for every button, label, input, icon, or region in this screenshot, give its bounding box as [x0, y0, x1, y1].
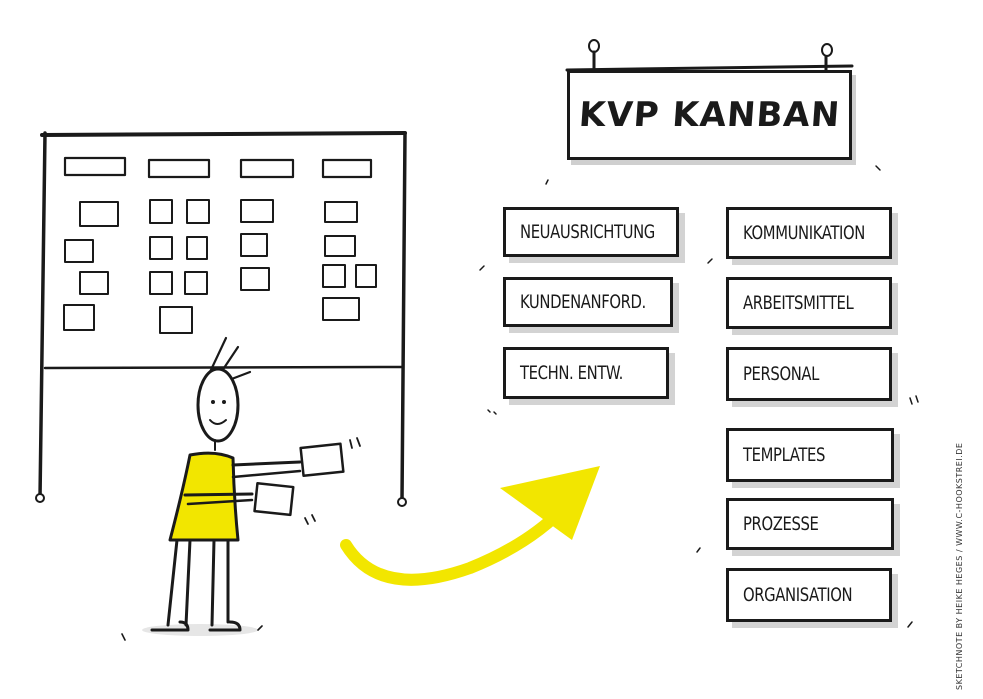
board-cards	[63, 199, 377, 334]
category-label: TECHN. ENTW.	[520, 362, 623, 384]
person-figure	[121, 336, 361, 641]
category-box-organisation: ORGANISATION	[726, 568, 892, 622]
kanban-board	[35, 131, 407, 507]
column-header-cards	[63, 156, 373, 179]
category-box-arbeitsmittel: ARBEITSMITTEL	[726, 277, 892, 329]
category-label: KUNDENANFORD.	[520, 291, 646, 313]
category-box-kundenanford: KUNDENANFORD.	[503, 277, 673, 327]
page-title: KVP KANBAN	[577, 95, 842, 135]
category-label: ORGANISATION	[743, 584, 853, 606]
category-label: KOMMUNIKATION	[743, 222, 866, 244]
category-label: ARBEITSMITTEL	[743, 292, 854, 314]
sketchnote-credit: SKETCHNOTE BY HEIKE HEGES / WWW.C-HOOKST…	[955, 442, 964, 690]
category-box-kommunikation: KOMMUNIKATION	[726, 207, 892, 259]
category-label: TEMPLATES	[743, 444, 826, 466]
category-label: PERSONAL	[743, 363, 820, 385]
category-box-personal: PERSONAL	[726, 347, 892, 401]
category-box-techn-entw: TECHN. ENTW.	[503, 347, 669, 399]
sketch-marks	[479, 165, 919, 628]
category-box-prozesse: PROZESSE	[726, 498, 894, 550]
category-label: NEUAUSRICHTUNG	[520, 221, 655, 243]
category-label: PROZESSE	[743, 513, 819, 535]
title-sign: KVP KANBAN	[567, 70, 852, 160]
category-box-templates: TEMPLATES	[726, 428, 894, 482]
category-box-neuausrichtung: NEUAUSRICHTUNG	[503, 207, 679, 257]
yellow-arrow	[340, 466, 600, 586]
